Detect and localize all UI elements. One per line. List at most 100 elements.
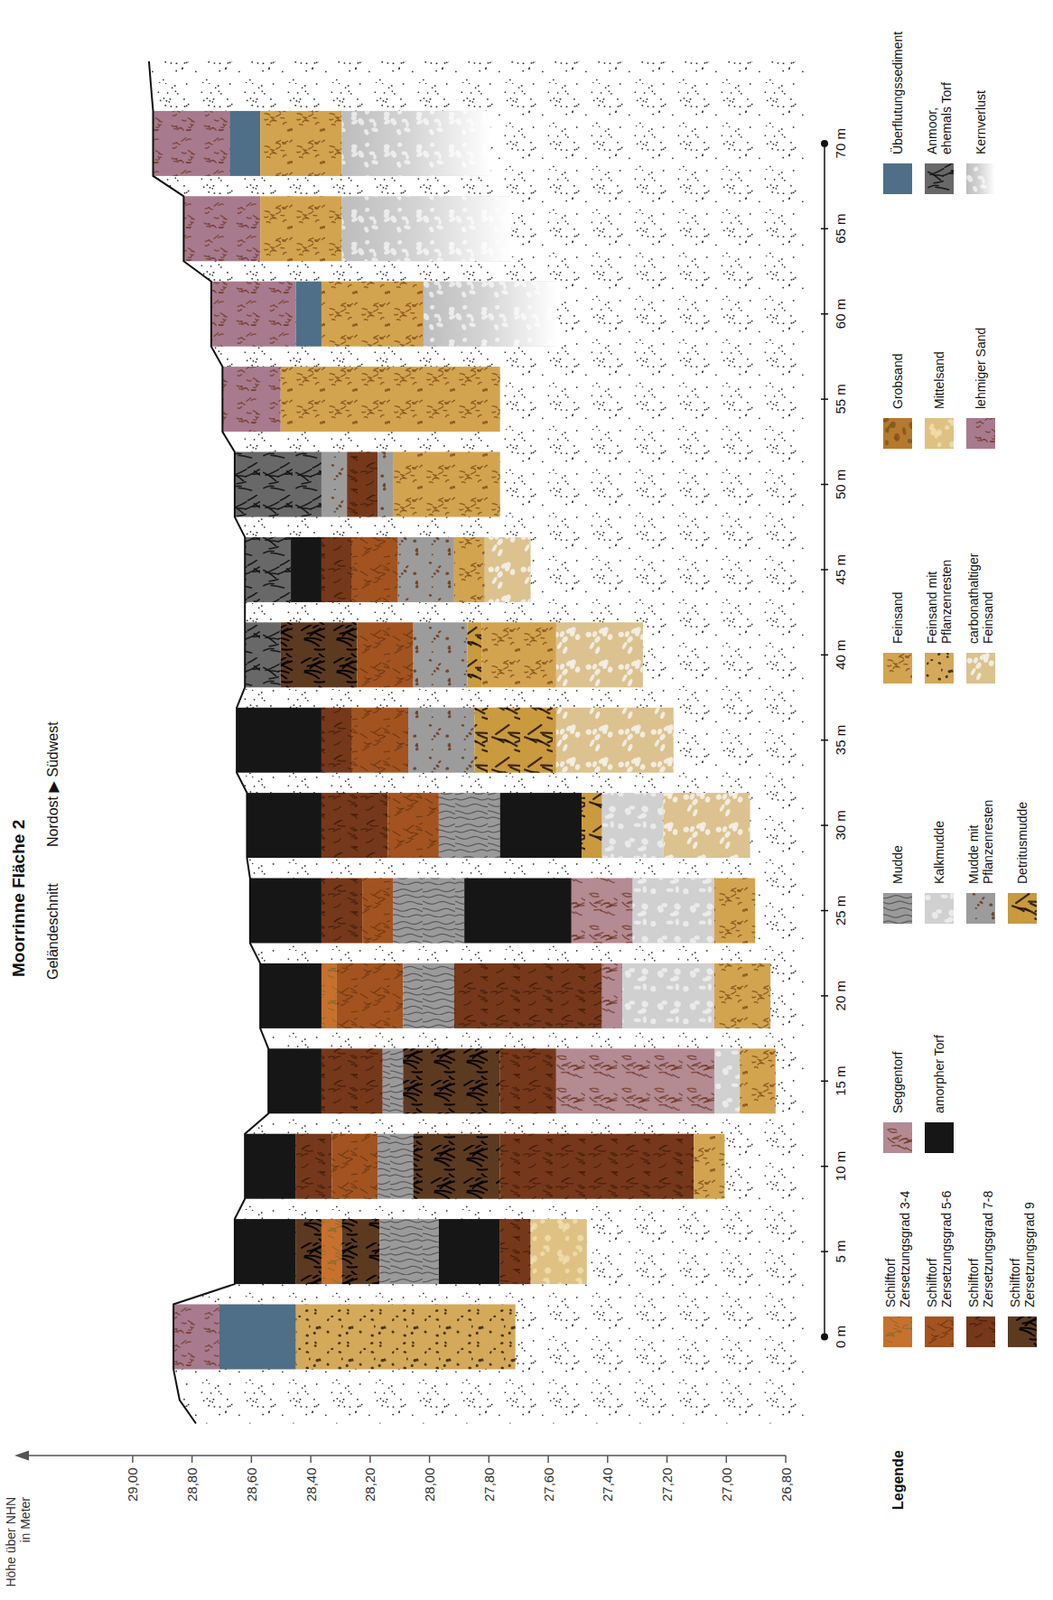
legend-label: Detritusmudde — [1015, 748, 1030, 885]
legend-swatch — [1007, 893, 1037, 924]
core-layer-texture — [236, 708, 322, 774]
core-layer — [474, 708, 556, 774]
core-layer-texture — [352, 708, 409, 774]
swatch-texture — [883, 893, 913, 924]
core-layer — [398, 537, 455, 603]
core-layer-texture — [571, 878, 634, 944]
core-layer-texture — [342, 111, 491, 177]
core-layer-texture — [602, 963, 624, 1029]
axis-tick — [820, 313, 829, 316]
distance-tick-label: 70 m — [832, 128, 848, 159]
swatch-texture — [966, 163, 996, 195]
distance-tick-label: 65 m — [832, 213, 848, 243]
core-layer-texture — [331, 1134, 378, 1200]
legend-label: Schilftorf Zersetzungsgrad 7-8 — [966, 1172, 996, 1308]
legend-swatch — [966, 418, 996, 449]
swatch-texture-fill — [883, 652, 913, 684]
swatch-texture-fill — [966, 418, 996, 449]
legend-label: Mittelsand — [931, 273, 947, 410]
swatch-fade — [966, 163, 996, 195]
core-layer — [229, 111, 261, 177]
height-tick-label: 27,00 — [718, 1467, 735, 1502]
drill-core — [234, 452, 501, 518]
core-layer — [500, 1219, 532, 1285]
axis-tick — [820, 1165, 829, 1168]
core-layer — [362, 878, 393, 944]
core-layer — [296, 1134, 333, 1200]
height-tick-label: 26,80 — [778, 1467, 794, 1502]
legend-label: Schilftorf Zersetzungsgrad 5-6 — [924, 1172, 954, 1308]
distance-axis — [820, 139, 829, 1342]
core-layer — [342, 195, 511, 261]
core-layer — [500, 1048, 557, 1114]
core-layer — [246, 792, 321, 858]
axis-tick — [726, 1455, 728, 1464]
legend-swatch — [883, 418, 913, 449]
core-layer-texture — [581, 792, 603, 858]
core-layer-texture — [413, 622, 468, 688]
core-layer-texture — [222, 366, 280, 432]
core-layer-texture — [500, 1219, 532, 1285]
axis-tick — [820, 1080, 829, 1083]
legend-label: Feinsand mit Pflanzenresten — [924, 508, 954, 644]
height-tick-label: 28,00 — [421, 1467, 438, 1502]
core-layer — [290, 537, 322, 603]
distance-tick-label: 30 m — [832, 810, 848, 840]
distance-tick-label: 55 m — [832, 383, 848, 414]
swatch-texture-fill — [924, 893, 954, 924]
swatch-texture-fill — [883, 418, 913, 449]
swatch-texture-fill — [883, 893, 913, 924]
legend-swatch — [883, 1316, 913, 1348]
core-layer-texture — [357, 622, 414, 688]
core-layer — [500, 792, 582, 858]
core-layer-texture — [693, 1134, 725, 1200]
swatch-texture — [924, 163, 954, 195]
core-layer — [260, 111, 342, 177]
legend-swatch — [883, 893, 913, 924]
core-layer — [321, 1048, 383, 1114]
core-layer — [556, 708, 674, 774]
axis-arrow — [14, 1451, 29, 1462]
distance-tick-label: 5 m — [832, 1240, 848, 1264]
swatch-texture-fill — [966, 893, 996, 924]
core-layer-texture — [454, 537, 485, 603]
swatch-texture-fill — [966, 652, 996, 684]
axis-tick — [820, 228, 829, 231]
core-layer-texture — [321, 281, 424, 347]
core-layer-texture — [556, 622, 643, 688]
core-layer-texture — [556, 708, 674, 774]
axis-tick — [666, 1455, 669, 1464]
core-loss-fade — [342, 195, 512, 261]
core-layer — [714, 963, 771, 1029]
legend-label: Kernverlust — [973, 18, 988, 155]
core-layer-texture — [173, 1304, 220, 1370]
swatch-texture — [1007, 1316, 1037, 1348]
core-layer — [739, 1048, 776, 1114]
core-layer-texture — [321, 963, 337, 1029]
legend-label: Überflutungssediment — [890, 18, 905, 155]
core-layer — [423, 281, 557, 347]
core-layer-texture — [260, 195, 342, 261]
core-layer — [633, 878, 715, 944]
core-layer — [260, 963, 322, 1029]
core-layer-texture — [296, 1134, 333, 1200]
core-layer-texture — [321, 878, 363, 944]
drill-core — [244, 537, 531, 603]
distance-tick-label: 25 m — [832, 895, 848, 926]
core-layer — [454, 963, 603, 1029]
drill-core — [173, 1304, 516, 1370]
core-layer — [500, 1134, 695, 1200]
core-loss-fade — [423, 281, 558, 347]
swatch-texture — [883, 418, 913, 449]
core-layer-texture — [531, 1219, 588, 1285]
core-layer — [280, 366, 501, 432]
distance-tick-label: 15 m — [832, 1065, 848, 1096]
core-layer-texture — [377, 1134, 414, 1200]
legend-swatch — [966, 1316, 996, 1348]
drill-core — [246, 792, 750, 858]
swatch-texture-fill — [966, 163, 996, 195]
core-layer — [321, 792, 388, 858]
distance-tick-label: 10 m — [832, 1151, 848, 1182]
core-layer — [714, 1048, 740, 1114]
